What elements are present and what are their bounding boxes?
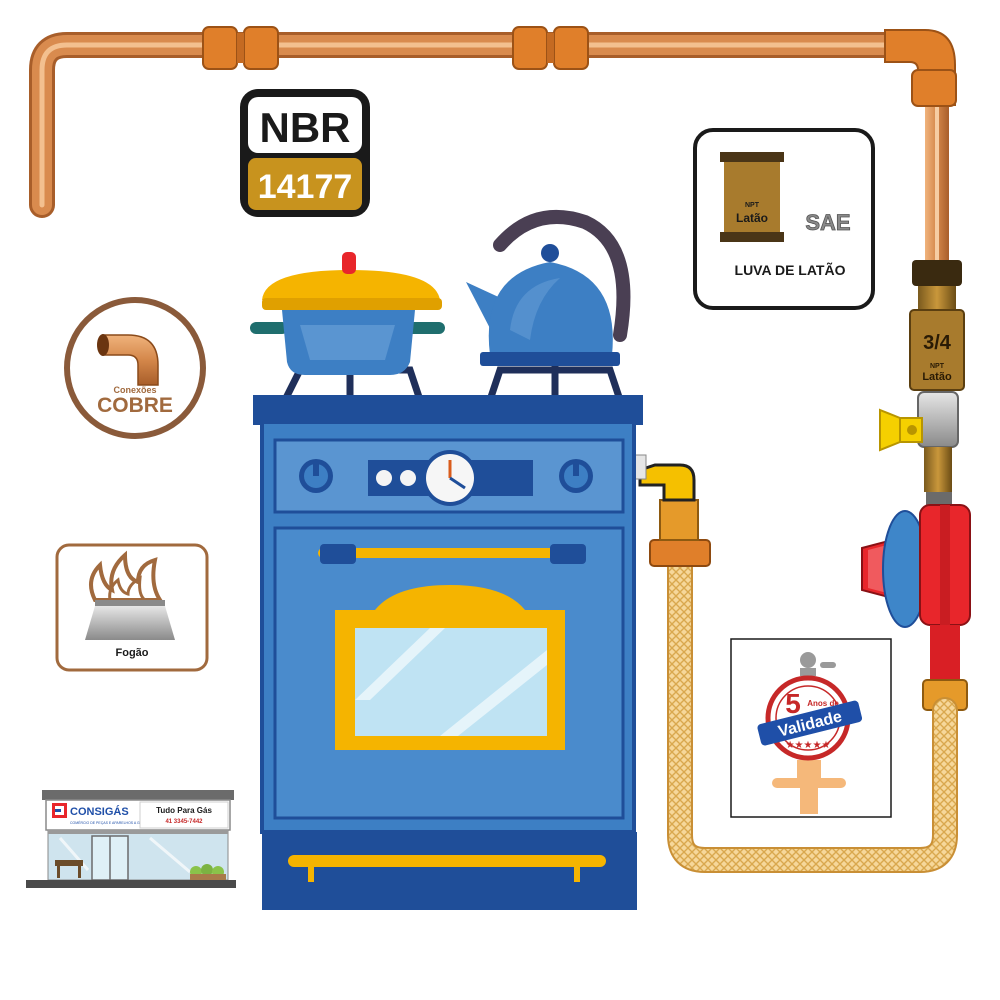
- luva-latao-label: Latão: [736, 211, 768, 225]
- stove-drawer: [262, 832, 637, 910]
- nbr-title: NBR: [260, 104, 351, 151]
- fitting-latao-label: Latão: [922, 371, 952, 383]
- cooking-pot-icon: [250, 252, 445, 375]
- consigas-logo-icon: [52, 803, 67, 818]
- oven-handle[interactable]: [318, 544, 586, 564]
- luva-npt-label: NPT: [745, 202, 760, 209]
- indicator-light: [400, 470, 416, 486]
- stove: [253, 361, 643, 910]
- store-name: CONSIGÁS: [70, 805, 129, 818]
- gas-ball-valve: [879, 391, 959, 492]
- fitting-size-label: 3/4: [923, 332, 952, 354]
- fogao-label: Fogão: [116, 647, 149, 659]
- copper-coupling: [202, 26, 279, 70]
- stove-knob-right[interactable]: [559, 459, 593, 493]
- copper-coupling: [512, 26, 589, 70]
- luva-caption: LUVA DE LATÃO: [735, 261, 846, 278]
- nbr-number: 14177: [258, 168, 353, 206]
- drawer-handle[interactable]: [288, 855, 606, 882]
- regulator-outline-icon: [772, 652, 846, 814]
- seal-stars: ★★★★★: [786, 740, 831, 751]
- brass-coupling-icon: NPT Latão: [720, 152, 784, 242]
- kettle-icon: [466, 209, 631, 366]
- cobre-small-label: Conexões: [113, 385, 156, 395]
- consigas-store: CONSIGÁS COMÉRCIO DE PEÇAS E APARELHOS A…: [26, 790, 236, 888]
- stove-knob-left[interactable]: [299, 459, 333, 493]
- copper-elbow: [884, 29, 957, 107]
- validade-number: 5: [785, 688, 801, 719]
- copper-elbow-icon: [97, 334, 159, 386]
- copper-pipe-line: [29, 32, 949, 265]
- store-slogan: Tudo Para Gás: [156, 806, 212, 815]
- hose-stove-connector: [638, 463, 711, 567]
- oven-window: [335, 585, 565, 750]
- sae-label: SAE: [805, 210, 850, 235]
- burner-flame-icon: [85, 550, 175, 640]
- validade-ano: Anos de: [807, 699, 839, 708]
- gas-pressure-regulator: [861, 492, 971, 680]
- fogao-badge: Fogão: [55, 543, 209, 672]
- clock-icon: [422, 450, 478, 506]
- brass-coupling: 3/4 NPT Latão: [909, 260, 965, 391]
- store-phone: 41 3345-7442: [165, 819, 203, 825]
- fitting-npt-label: NPT: [930, 363, 945, 370]
- indicator-light: [376, 470, 392, 486]
- conexoes-cobre-badge: Conexões COBRE: [64, 297, 206, 439]
- luva-de-latao-badge: NPT Latão SAE LUVA DE LATÃO: [693, 128, 875, 310]
- braided-gas-hose: [667, 547, 958, 873]
- nbr-14177-badge: NBR 14177: [240, 89, 370, 217]
- validade-badge: 5 Anos de ★★★★★ Validade: [730, 638, 892, 818]
- cobre-big-label: COBRE: [97, 394, 173, 417]
- store-subtitle: COMÉRCIO DE PEÇAS E APARELHOS A GÁS: [70, 820, 145, 825]
